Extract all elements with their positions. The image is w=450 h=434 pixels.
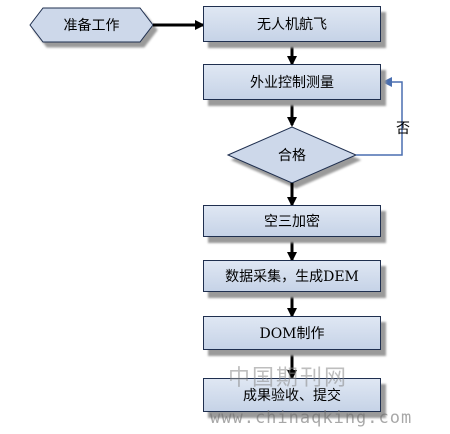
watermark-url: www.chinaqking.com xyxy=(210,408,413,428)
step-acceptance-submission: 成果验收、提交 xyxy=(203,378,381,412)
step-aerotriangulation: 空三加密 xyxy=(203,205,381,237)
watermark-cn: 中国期刊网 xyxy=(228,366,349,391)
loop-no-line xyxy=(356,77,403,156)
step-data-collection-dem: 数据采集，生成DEM xyxy=(203,260,381,292)
step-uav-flight: 无人机航飞 xyxy=(203,6,381,42)
decision-label: 合格 xyxy=(278,148,306,164)
start-label: 准备工作 xyxy=(63,18,120,34)
no-label: 否 xyxy=(396,121,410,137)
step-dom-production: DOM制作 xyxy=(203,316,381,350)
step-field-control-survey: 外业控制测量 xyxy=(203,64,381,100)
